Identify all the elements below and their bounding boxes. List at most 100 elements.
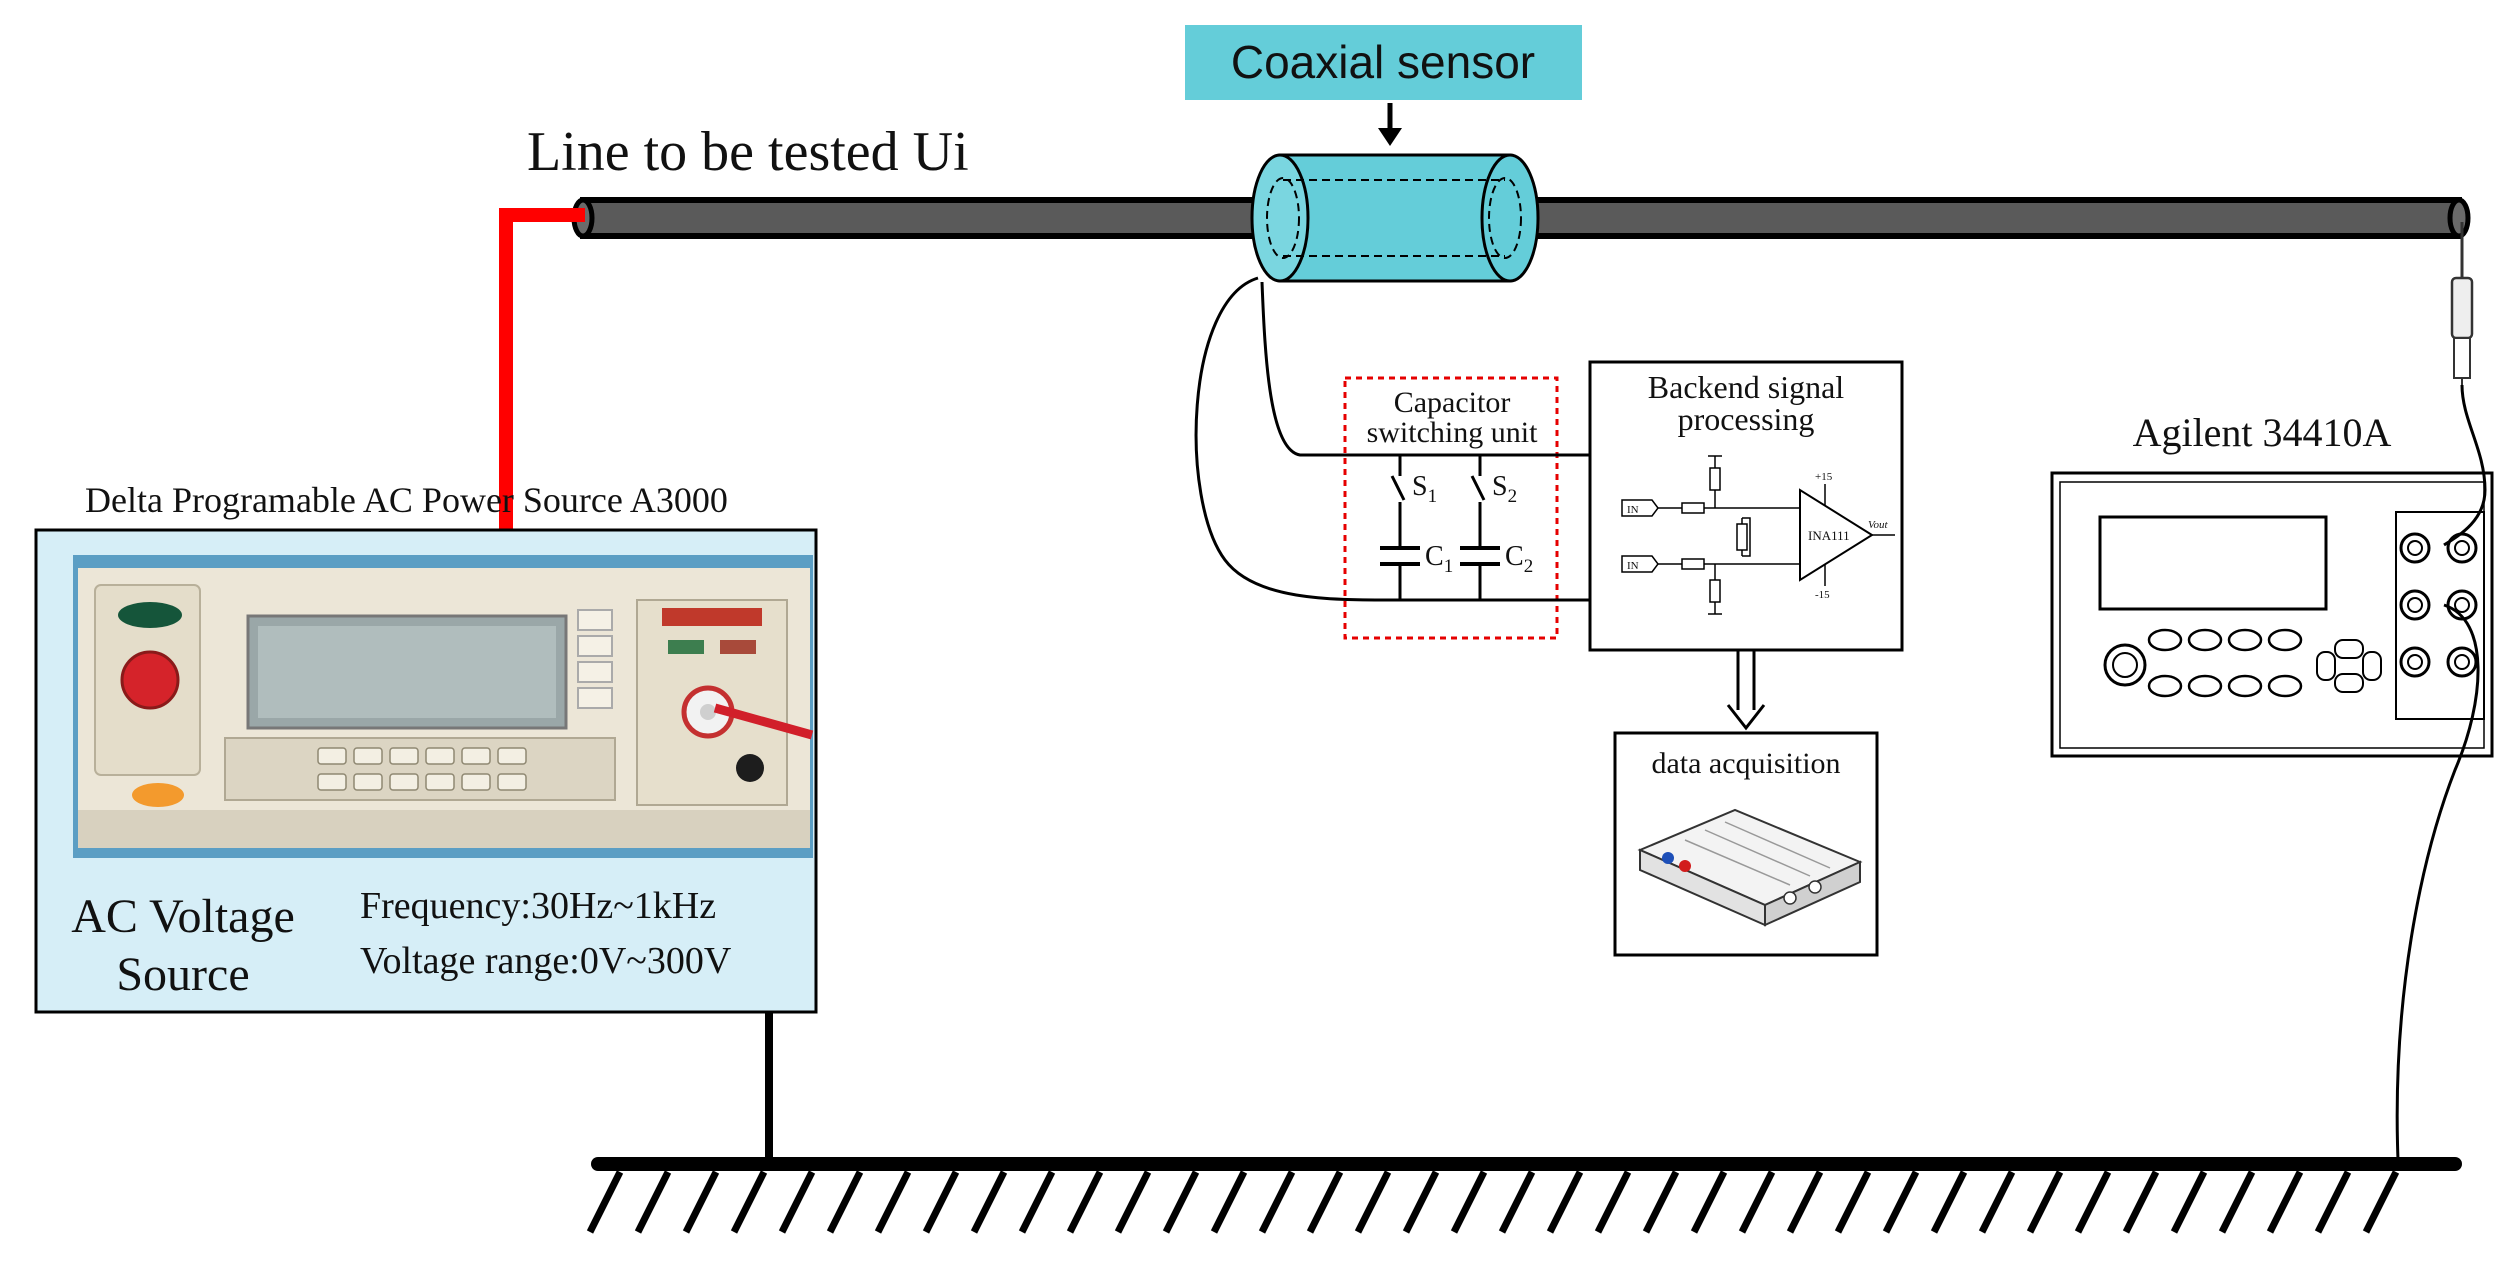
- coaxial-sensor: [1250, 153, 1540, 283]
- input-label-top: IN: [1627, 504, 1639, 516]
- ground-hatch-line: [1210, 1170, 1248, 1234]
- output-label: Vout: [1868, 519, 1889, 531]
- ac-power-source: Delta Programable AC Power Source A3000: [34, 480, 818, 1014]
- multimeter-key: [2267, 674, 2303, 698]
- capacitor-c1-label: C1: [1425, 541, 1453, 577]
- ground-hatch-line: [970, 1170, 1008, 1234]
- daq-port-right-1: [1783, 891, 1797, 905]
- coaxial-sensor-left-face: [1250, 153, 1310, 283]
- multimeter-terminal-core: [2407, 597, 2423, 613]
- keypad-key: [317, 747, 347, 765]
- ground-hatch-line: [2218, 1170, 2256, 1234]
- input-connector-bottom: [1621, 555, 1659, 573]
- ground-hatch-line: [2074, 1170, 2112, 1234]
- coaxial-sensor-inner-left: [1266, 177, 1300, 259]
- multimeter-key: [2227, 674, 2263, 698]
- ground-hatch-line: [1354, 1170, 1392, 1234]
- switch-s2-label: S2: [1492, 471, 1517, 507]
- power-source-photo: [73, 555, 814, 858]
- ground-hatch-line: [1402, 1170, 1440, 1234]
- multimeter-terminal-panel: [2395, 511, 2485, 720]
- power-source-side-btn-3: [577, 661, 613, 683]
- ground: [586, 1157, 2462, 1234]
- capacitor-unit-dashed-frame: [1343, 376, 1559, 640]
- power-source-name-line1: AC Voltage: [71, 890, 295, 943]
- capacitor-unit-label-line1: Capacitor: [1394, 386, 1511, 419]
- gain-resistor: [1736, 523, 1748, 551]
- ground-hatch-line: [1978, 1170, 2016, 1234]
- switch-s2: [1470, 475, 1486, 501]
- line-label: Line to be tested Ui: [527, 121, 969, 183]
- ground-hatch-line: [1450, 1170, 1488, 1234]
- multimeter-lead-upper: [2443, 384, 2487, 547]
- power-source-indicator-left: [668, 640, 704, 654]
- ground-hatch-line: [1114, 1170, 1152, 1234]
- capacitor-unit-label-line2: switching unit: [1367, 416, 1538, 449]
- coaxial-sensor-body: [1278, 153, 1512, 283]
- ground-hatch-line: [1258, 1170, 1296, 1234]
- ground-hatch-line: [2266, 1170, 2304, 1234]
- ground-hatch-line: [1066, 1170, 1104, 1234]
- ground-hatch-line: [682, 1170, 720, 1234]
- data-acquisition-label: data acquisition: [1651, 747, 1840, 780]
- sensor-wire-inner: [1260, 281, 1590, 457]
- multimeter-terminal-core: [2454, 654, 2470, 670]
- multimeter-key: [2267, 628, 2303, 652]
- gain-wire-link: [1742, 517, 1751, 557]
- power-source-keypad-keys: [317, 747, 527, 791]
- power-source-side-btn-2: [577, 635, 613, 657]
- ground-hatch-line: [1546, 1170, 1584, 1234]
- ground-hatch-line: [1690, 1170, 1728, 1234]
- tested-line-right-end: [2447, 197, 2471, 239]
- daq-device-rib-2: [1704, 829, 1811, 877]
- input-resistor-top: [1681, 502, 1705, 514]
- red-supply-wire: [499, 208, 585, 530]
- supply-minus-label: -15: [1815, 589, 1830, 601]
- keypad-key: [497, 773, 527, 791]
- sensor-wire-outer: [1194, 276, 1391, 602]
- ground-hatch-line: [1306, 1170, 1344, 1234]
- power-source-side-btn-4: [577, 687, 613, 709]
- keypad-key: [461, 773, 491, 791]
- daq-device-illustration: [1637, 808, 1863, 927]
- multimeter-terminal-core: [2454, 597, 2470, 613]
- power-source-name-line2: Source: [116, 948, 249, 1001]
- multimeter-key: [2187, 674, 2223, 698]
- multimeter-terminal: [2446, 646, 2478, 678]
- multimeter-terminal-core: [2454, 540, 2470, 556]
- amplifier-chip-label: INA111: [1808, 528, 1850, 543]
- keypad-key: [497, 747, 527, 765]
- multimeter-key: [2147, 674, 2183, 698]
- multimeter-terminal: [2399, 532, 2431, 564]
- keypad-key: [317, 773, 347, 791]
- bias-resistor-top: [1709, 467, 1721, 491]
- keypad-key: [353, 747, 383, 765]
- probe-body: [2450, 276, 2474, 340]
- multimeter-label: Agilent 34410A: [2133, 410, 2392, 455]
- keypad-key: [425, 773, 455, 791]
- power-source-frequency: Frequency:30Hz~1kHz: [360, 885, 716, 927]
- ground-hatch-line: [1498, 1170, 1536, 1234]
- coaxial-sensor-label: Coaxial sensor: [1231, 36, 1535, 88]
- daq-port-right-2: [1808, 880, 1822, 894]
- power-source-title: Delta Programable AC Power Source A3000: [85, 480, 728, 520]
- keypad-key: [389, 773, 419, 791]
- power-source-red-button: [120, 650, 180, 710]
- ground-hatch-line: [826, 1170, 864, 1234]
- probe-grip: [2453, 337, 2471, 379]
- multimeter-power-button-outer: [2103, 643, 2147, 687]
- power-source-side-btn-1: [577, 609, 613, 631]
- power-source-return-terminal: [736, 754, 764, 782]
- instrumentation-amplifier: [1799, 488, 1874, 582]
- input-connector-top: [1621, 499, 1659, 517]
- probe: [2450, 222, 2474, 385]
- ground-hatch-line: [2314, 1170, 2352, 1234]
- power-source-orange-lamp: [132, 783, 184, 807]
- keypad-key: [389, 747, 419, 765]
- coaxial-sensor-right-face: [1480, 153, 1540, 283]
- ground-hatching: [586, 1170, 2400, 1234]
- bias-resistor-bottom: [1709, 579, 1721, 603]
- nav-pad-left: [2316, 651, 2336, 681]
- power-source-device-bottom: [78, 810, 810, 848]
